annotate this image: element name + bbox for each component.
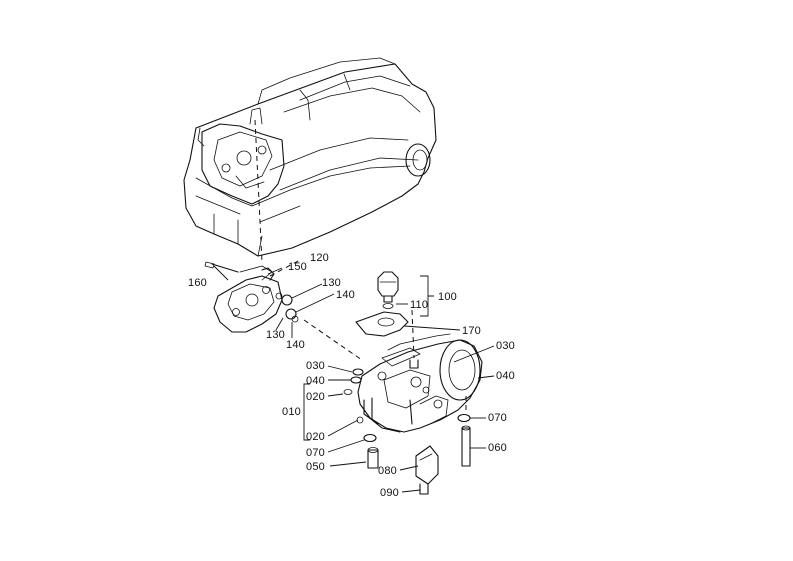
label-040-left: 040 (306, 375, 325, 387)
bracket-plate (355, 311, 409, 337)
sensor-switch (377, 271, 399, 309)
label-080: 080 (378, 465, 397, 477)
label-150: 150 (288, 261, 307, 273)
label-030-left: 030 (306, 360, 325, 372)
label-090: 090 (380, 487, 399, 499)
label-170: 170 (462, 325, 481, 337)
label-010: 010 (282, 406, 301, 418)
label-160: 160 (188, 277, 207, 289)
label-040-right: 040 (496, 370, 515, 382)
label-070-right: 070 (488, 412, 507, 424)
label-110: 110 (410, 299, 429, 311)
pump-assembly (204, 259, 301, 333)
label-130-lower: 130 (266, 329, 285, 341)
main-housing (303, 309, 483, 495)
label-030-right: 030 (496, 340, 515, 352)
label-070-left: 070 (306, 447, 325, 459)
label-100: 100 (438, 291, 457, 303)
label-020-upper: 020 (306, 391, 325, 403)
label-130-upper: 130 (322, 277, 341, 289)
label-120: 120 (310, 252, 329, 264)
label-060: 060 (488, 442, 507, 454)
label-140-upper: 140 (336, 289, 355, 301)
leader-lines (213, 265, 495, 493)
label-020-lower: 020 (306, 431, 325, 443)
engine-block (183, 57, 437, 263)
label-050: 050 (306, 461, 325, 473)
label-140-lower: 140 (286, 339, 305, 351)
